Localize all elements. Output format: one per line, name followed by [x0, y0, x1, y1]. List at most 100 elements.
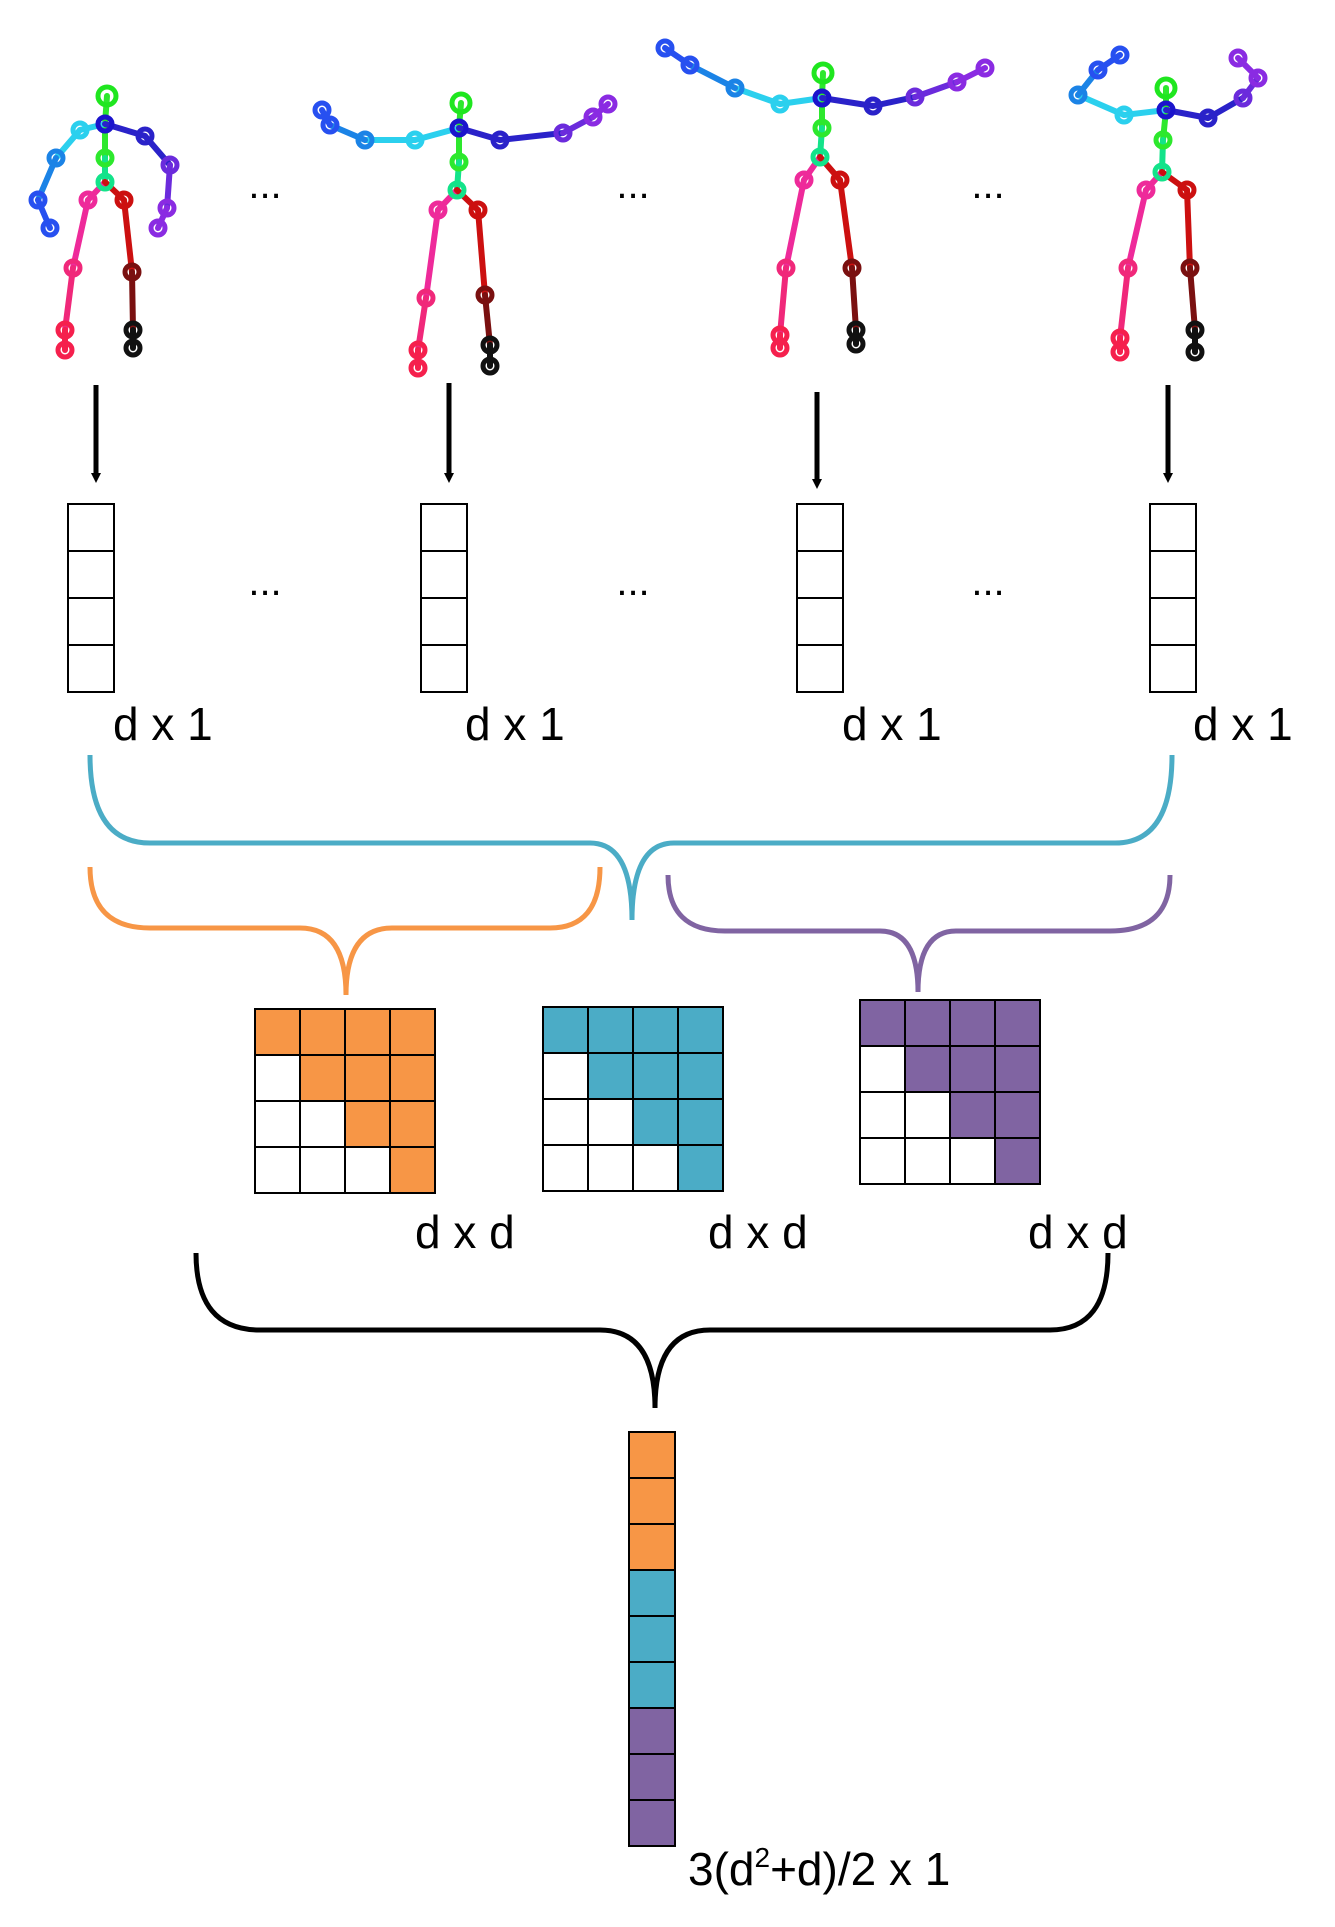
matrix-cell [677, 1052, 724, 1100]
skeleton-joint [40, 218, 60, 238]
matrix-cell [254, 1054, 301, 1102]
skeleton-bone [423, 207, 441, 301]
matrix-cell [994, 1091, 1041, 1139]
matrix-label-purple: d x d [1028, 1206, 1128, 1258]
skeleton-ellipsis-3: ... [971, 163, 1004, 207]
matrix-cell [632, 1006, 679, 1054]
skeleton-bone [475, 207, 488, 298]
matrix-cell [254, 1008, 301, 1056]
skeleton-joint [449, 118, 469, 138]
skeleton-joint [408, 358, 428, 378]
vector-cell [420, 644, 468, 693]
skeleton-joint [947, 72, 967, 92]
vector-cell [796, 597, 844, 646]
skeleton-frame-3 [655, 38, 995, 358]
skeleton-joint [1118, 258, 1138, 278]
matrix-cell [299, 1146, 346, 1194]
skeleton-joint [95, 148, 115, 168]
skeleton-bone [62, 265, 76, 333]
frame-feature-vectors [67, 503, 1197, 693]
skeleton-joint [975, 58, 995, 78]
matrix-cell [677, 1006, 724, 1054]
skeleton-joint [78, 190, 98, 210]
skeleton-bone [121, 197, 135, 275]
skeleton-bone [1187, 265, 1198, 333]
skeleton-joint [1110, 45, 1130, 65]
skeleton-joint [55, 340, 75, 360]
matrix-cell [542, 1006, 589, 1054]
final-vector-cell [628, 1523, 676, 1571]
matrix-cell [632, 1144, 679, 1192]
upper-triangular-matrices [254, 999, 1041, 1194]
frame-vector-2 [420, 503, 468, 693]
skeleton-joint [95, 84, 119, 108]
skeleton-joint [312, 100, 332, 120]
skeleton-bone [783, 177, 807, 271]
matrix-cell [632, 1052, 679, 1100]
skeleton-joint [1233, 88, 1253, 108]
vector-ellipsis-1: ... [248, 560, 281, 604]
skeleton-joint [846, 334, 866, 354]
skeleton-bone [819, 70, 826, 101]
purple-brace [665, 874, 1173, 993]
skeleton-joint [811, 61, 835, 85]
matrix-cell [389, 1008, 436, 1056]
skeleton-bone [129, 269, 136, 333]
skeleton-joint [776, 258, 796, 278]
vector-cell [796, 550, 844, 599]
matrix-teal [542, 1006, 724, 1192]
matrix-cell [587, 1052, 634, 1100]
skeleton-joint [1180, 258, 1200, 278]
skeleton-joint [1114, 105, 1134, 125]
skeleton-joint [1228, 48, 1248, 68]
final-vector-label: 3(d2+d)/2 x 1 [688, 1842, 950, 1895]
vector-cell [67, 550, 115, 599]
final-vector-cell [628, 1569, 676, 1617]
skeleton-joint [416, 288, 436, 308]
skeleton-joint [1110, 342, 1130, 362]
skeleton-ellipsis-2: ... [616, 163, 649, 207]
skeleton-joint [812, 118, 832, 138]
skeleton-joint [1088, 60, 1108, 80]
orange-brace [87, 866, 603, 996]
skeleton-joint [160, 155, 180, 175]
skeleton-bone [849, 265, 859, 333]
vector-cell [1149, 644, 1197, 693]
skeleton-bone [590, 101, 611, 120]
skeleton-joint [63, 258, 83, 278]
matrix-cell [859, 999, 906, 1047]
matrix-labels: d x d d x d d x d [415, 1206, 1128, 1258]
black-brace [193, 1252, 1111, 1409]
vector-cell [420, 550, 468, 599]
skeleton-joint [830, 170, 850, 190]
skeleton-bone [1125, 187, 1149, 271]
vector-cell [67, 503, 115, 552]
skeleton-bone [1117, 265, 1131, 341]
skeleton-bone [1184, 187, 1193, 271]
frame-vector-label-4: d x 1 [1193, 698, 1293, 750]
matrix-cell [677, 1098, 724, 1146]
skeleton-bone [497, 130, 566, 143]
matrix-cell [859, 1045, 906, 1093]
skeleton-bone [777, 265, 789, 338]
skeleton-joint [1185, 320, 1205, 340]
matrix-cell [254, 1100, 301, 1148]
skeleton-joint [447, 180, 467, 200]
matrix-cell [299, 1100, 346, 1148]
skeleton-joint [123, 320, 143, 340]
skeleton-joint [95, 172, 115, 192]
matrix-purple [859, 999, 1041, 1185]
matrix-cell [949, 1045, 996, 1093]
matrix-cell [344, 1146, 391, 1194]
skeleton-joint [583, 107, 603, 127]
skeleton-joint [95, 114, 115, 134]
skeleton-bone [102, 179, 127, 203]
matrix-cell [859, 1091, 906, 1139]
skeleton-joint [842, 258, 862, 278]
skeleton-bone [454, 187, 481, 213]
matrix-cell [994, 1045, 1041, 1093]
skeleton-joint [1068, 85, 1088, 105]
final-vector-cell [628, 1661, 676, 1709]
skeleton-bone [435, 187, 460, 213]
final-vector-cell [628, 1615, 676, 1663]
